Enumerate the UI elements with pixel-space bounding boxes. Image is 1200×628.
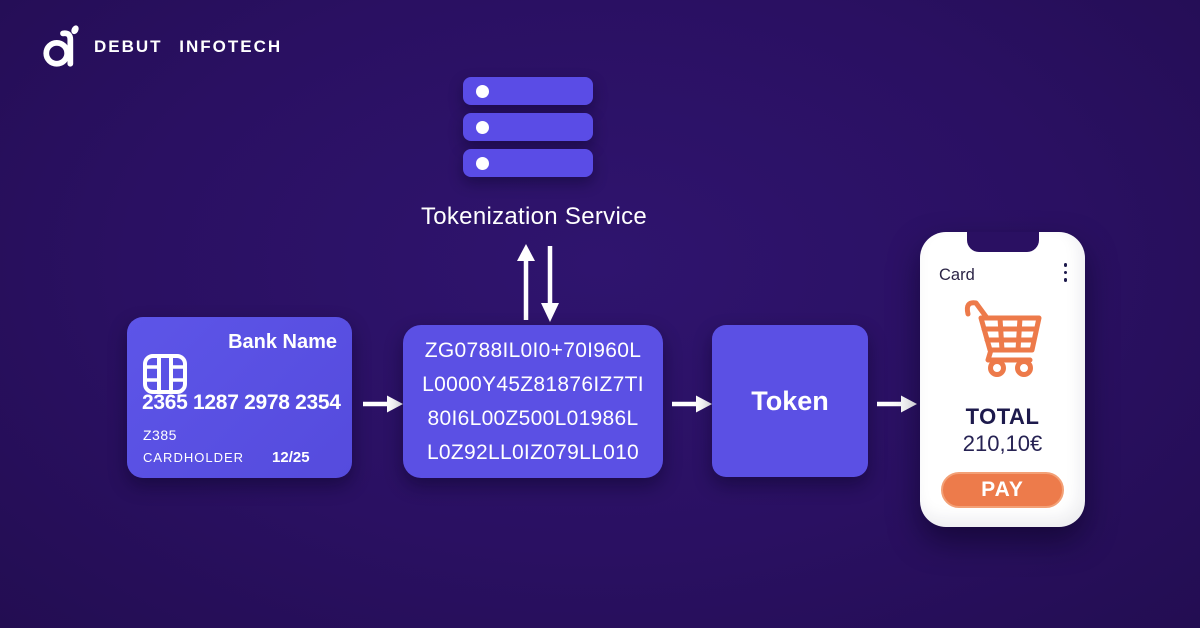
arrow-right-icon xyxy=(363,395,403,413)
token-string-box: ZG0788IL0I0+70I960L L0000Y45Z81876IZ7TI … xyxy=(403,325,663,478)
pay-button[interactable]: PAY xyxy=(941,472,1064,508)
server-led-icon xyxy=(476,156,489,170)
card-expiry: 12/25 xyxy=(272,449,310,466)
phone-notch xyxy=(966,232,1039,252)
phone-card-label: Card xyxy=(939,266,975,284)
arrow-right-icon xyxy=(877,395,917,413)
token-string-line: L0000Y45Z81876IZ7TI xyxy=(422,372,644,396)
cardholder-label: CARDHOLDER xyxy=(143,450,245,465)
shopping-cart-icon xyxy=(964,300,1041,377)
card-code: Z385 xyxy=(143,427,177,443)
card-number: 2365 1287 2978 2354 xyxy=(142,391,341,414)
bank-name-label: Bank Name xyxy=(228,331,337,353)
server-led-icon xyxy=(476,120,489,134)
token-box: Token xyxy=(712,325,868,477)
tokenization-service-label: Tokenization Service xyxy=(420,203,648,230)
card-chip-icon xyxy=(143,354,187,394)
debut-infotech-logo-icon xyxy=(43,25,79,67)
server-bar-icon xyxy=(463,149,593,177)
bidirectional-arrows-icon xyxy=(517,244,559,322)
token-label: Token xyxy=(751,385,829,416)
bank-card: Bank Name 2365 1287 2978 2354 Z385 CARDH… xyxy=(127,317,352,478)
server-bar-icon xyxy=(463,113,593,141)
brand-logo: DEBUT INFOTECH xyxy=(40,24,282,70)
total-amount: 210,10€ xyxy=(962,431,1043,456)
token-string-line: L0Z92LL0IZ079LL010 xyxy=(426,440,640,464)
total-label: TOTAL xyxy=(965,404,1040,429)
token-string-line: ZG0788IL0I0+70I960L xyxy=(424,338,642,362)
token-string-line: 80I6L00Z500L01986L xyxy=(427,406,639,430)
phone-mockup: Card TOTAL 210,10€ PAY xyxy=(920,232,1085,527)
kebab-menu-icon[interactable] xyxy=(1063,263,1067,282)
card-holder-row: CARDHOLDER 12/25 xyxy=(143,449,310,466)
server-bar-icon xyxy=(463,77,593,105)
server-led-icon xyxy=(476,84,489,98)
brand-name: DEBUT INFOTECH xyxy=(94,37,283,56)
arrow-right-icon xyxy=(672,395,712,413)
